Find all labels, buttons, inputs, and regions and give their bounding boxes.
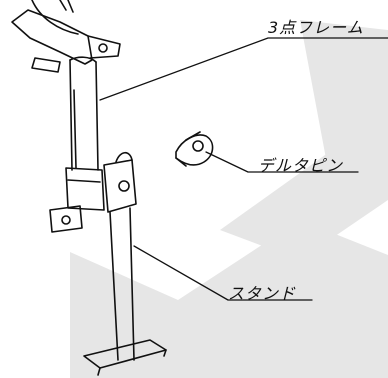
leader-stand	[133, 245, 313, 301]
three-point-frame	[11, 0, 121, 233]
label-three-point-frame: 3点フレーム	[268, 18, 364, 37]
label-delta-pin: デルタピン	[258, 156, 344, 175]
watermark-shapes	[70, 20, 388, 378]
leader-frame	[99, 37, 388, 101]
delta-pin	[175, 131, 214, 167]
leader-lines	[99, 37, 388, 301]
stand	[83, 151, 167, 376]
label-stand: スタンド	[228, 284, 297, 303]
leader-delta-pin	[205, 151, 359, 173]
